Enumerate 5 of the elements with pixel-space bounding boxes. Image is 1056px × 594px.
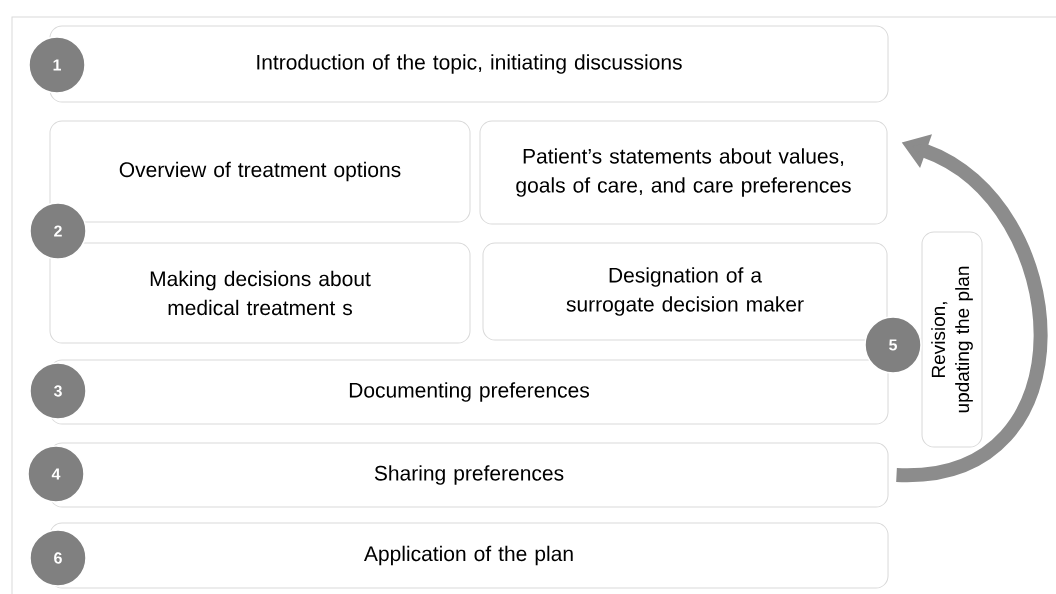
step-box: Revision, updating the plan [921,231,983,448]
step-box: Overview of treatment options [49,120,471,223]
step-box: Patient’s statements about values, goals of care, and care preferences [479,120,888,225]
step-box: Making decisions about medical treatment s [49,242,471,344]
step-box: Designation of a surrogate decision maker [482,242,888,341]
